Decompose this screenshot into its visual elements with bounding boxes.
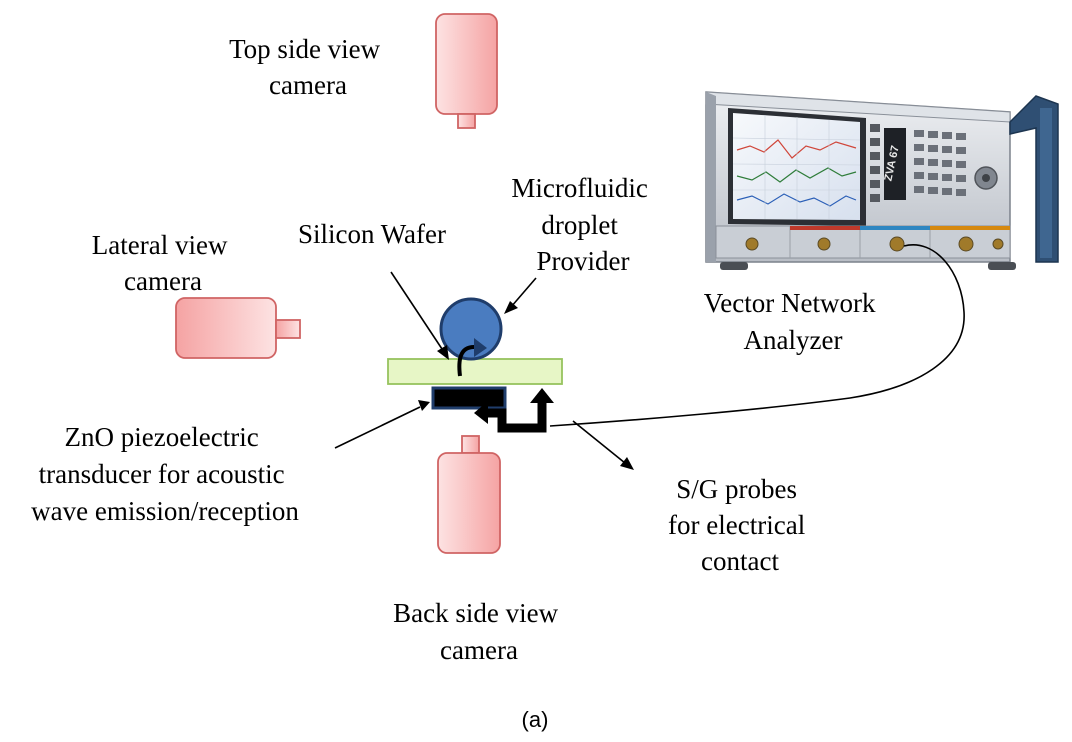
silicon-wafer-label: Silicon Wafer: [298, 219, 446, 249]
droplet-provider-label: Microfluidic droplet Provider: [511, 173, 654, 276]
vector-network-analyzer-icon: ZVA 67: [705, 91, 1059, 270]
droplet-feed-hook: [457, 345, 475, 377]
sg-probe-icon: [474, 388, 554, 433]
lateral-camera-label: Lateral view camera: [92, 230, 234, 296]
probes-label: S/G probes for electrical contact: [668, 474, 812, 576]
figure-caption: (a): [522, 707, 549, 732]
back-camera-icon: [437, 435, 501, 554]
droplet: [439, 297, 503, 361]
transducer-label: ZnO piezoelectric transducer for acousti…: [31, 422, 299, 526]
zno-transducer: [431, 386, 507, 410]
top-camera-label: Top side view camera: [229, 34, 387, 100]
vna-label: Vector Network Analyzer: [704, 288, 882, 355]
droplet-feed-arrowhead: [474, 338, 487, 357]
pointer-arrows: [334, 271, 634, 470]
back-camera-label: Back side view camera: [393, 598, 565, 665]
vna-cable: [549, 244, 965, 427]
lateral-camera-icon: [175, 297, 301, 359]
top-camera-icon: [435, 13, 498, 129]
silicon-wafer: [387, 358, 563, 385]
